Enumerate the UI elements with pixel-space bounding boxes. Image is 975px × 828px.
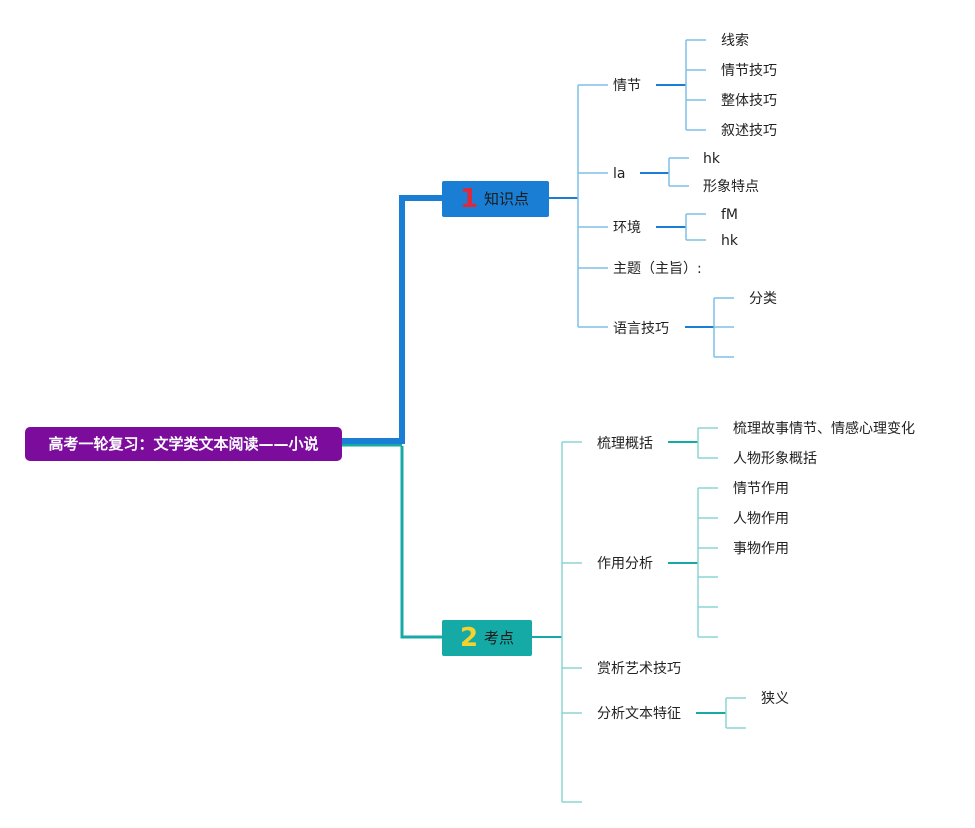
leaf-node[interactable]: 狭义 bbox=[761, 691, 789, 707]
topic-language-skills[interactable]: 语言技巧 bbox=[613, 321, 669, 337]
leaf-node[interactable]: hk bbox=[721, 233, 738, 249]
branch-number-badge: 2 bbox=[460, 623, 479, 653]
branch1-connector bbox=[342, 195, 442, 444]
leaf-node[interactable]: 情节作用 bbox=[733, 481, 789, 497]
branch-label: 考点 bbox=[484, 629, 515, 647]
topic-art-techniques[interactable]: 赏析艺术技巧 bbox=[597, 661, 681, 677]
leaf-node[interactable]: 人物形象概括 bbox=[733, 451, 817, 467]
branch-node-knowledge[interactable]: 1 知识点 bbox=[442, 181, 549, 217]
leaf-node[interactable]: 整体技巧 bbox=[721, 93, 777, 109]
branch-node-exam-points[interactable]: 2 考点 bbox=[442, 620, 532, 656]
leaf-node[interactable]: 梳理故事情节、情感心理变化 bbox=[733, 421, 915, 437]
leaf-node[interactable]: fM bbox=[721, 207, 739, 223]
topic-summarize[interactable]: 梳理概括 bbox=[597, 436, 653, 452]
leaf-node[interactable]: 情节技巧 bbox=[721, 63, 777, 79]
branch-label: 知识点 bbox=[484, 190, 530, 208]
leaf-node[interactable]: 人物作用 bbox=[733, 511, 789, 527]
leaf-node[interactable]: 线索 bbox=[721, 33, 749, 49]
topic-plot[interactable]: 情节 bbox=[613, 78, 641, 94]
topic-text-features[interactable]: 分析文本特征 bbox=[597, 706, 681, 722]
leaf-node[interactable]: 形象特点 bbox=[703, 179, 759, 195]
topic-la[interactable]: la bbox=[613, 166, 626, 182]
topic-theme[interactable]: 主题（主旨）: bbox=[613, 261, 702, 277]
leaf-node[interactable]: 事物作用 bbox=[733, 541, 789, 557]
root-node[interactable]: 高考一轮复习：文学类文本阅读——小说 bbox=[25, 427, 342, 461]
topic-environment[interactable]: 环境 bbox=[613, 220, 641, 236]
leaf-node[interactable]: hk bbox=[703, 151, 720, 167]
branch-number-badge: 1 bbox=[460, 184, 479, 214]
leaf-node[interactable]: 叙述技巧 bbox=[721, 123, 777, 139]
leaf-node[interactable]: 分类 bbox=[749, 291, 777, 307]
topic-function-analysis[interactable]: 作用分析 bbox=[597, 556, 653, 572]
branch2-connector bbox=[400, 446, 442, 639]
